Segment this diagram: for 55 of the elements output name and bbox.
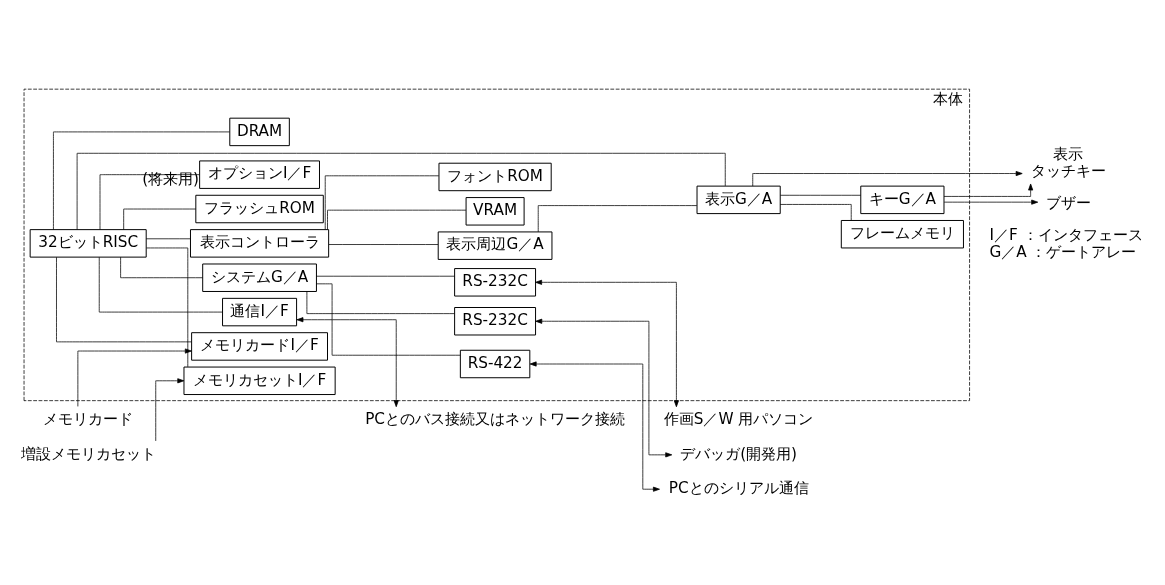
node-box: 表示周辺G／A [437,230,553,260]
node-text: PCとのバス接続又はネットワーク接続 [365,409,626,428]
connector [324,174,440,230]
connector [120,256,204,278]
arrow [155,377,185,441]
arrow [535,318,673,457]
connector [56,256,192,342]
connector [145,237,191,239]
node-box: VRAM [465,196,525,226]
connector [537,204,698,232]
connector [327,209,467,230]
connector [306,290,455,314]
arrow [943,199,1039,205]
connector [328,243,439,245]
node-text: PCとのシリアル通信 [668,478,809,497]
node-box: メモリカセットI／F [183,366,336,395]
node-text: デバッガ(開発用) [680,444,798,463]
connector [316,282,461,356]
connector [316,275,455,277]
arrow [529,361,660,492]
connector [780,194,862,196]
node-box: フラッシュROM [195,194,324,223]
connector [146,247,189,367]
node-box: フレームメモリ [840,219,964,248]
connector [53,131,230,230]
arrow [943,183,1034,197]
node-text: ブザー [1045,193,1091,212]
node-text: メモリカード [43,409,134,428]
node-box: キーG／A [860,185,945,214]
node-box: DRAM [229,117,290,146]
node-box: 表示G／A [696,185,781,214]
node-label: (将来用) [142,169,200,188]
node-text: 表示 タッチキー [1030,144,1106,180]
connector [76,152,726,230]
node-text: 増設メモリカセット [20,444,156,463]
connector [99,173,200,230]
node-text: 作画S／W 用パソコン [663,409,814,428]
node-box: フォントROM [438,162,552,191]
node-box: RS-422 [459,349,531,378]
connector [98,256,223,312]
node-box: 32ビットRISC [29,228,147,258]
node-box: システムG／A [202,263,317,292]
node-box: メモリカードI／F [191,331,328,361]
label: I／F ：インタフェース [989,225,1143,244]
label: G／A ：ゲートアレー [989,242,1137,261]
node-box: 表示コントローラ [189,228,330,258]
arrow [535,279,679,407]
arrow [77,348,192,407]
connector [779,203,852,221]
node-box: オプションI／F [199,159,320,189]
node-box: RS-232C [454,306,537,335]
node-box: RS-232C [454,267,537,297]
arrow [296,316,399,407]
node-box: 通信I／F [222,297,298,326]
connector [123,208,197,230]
